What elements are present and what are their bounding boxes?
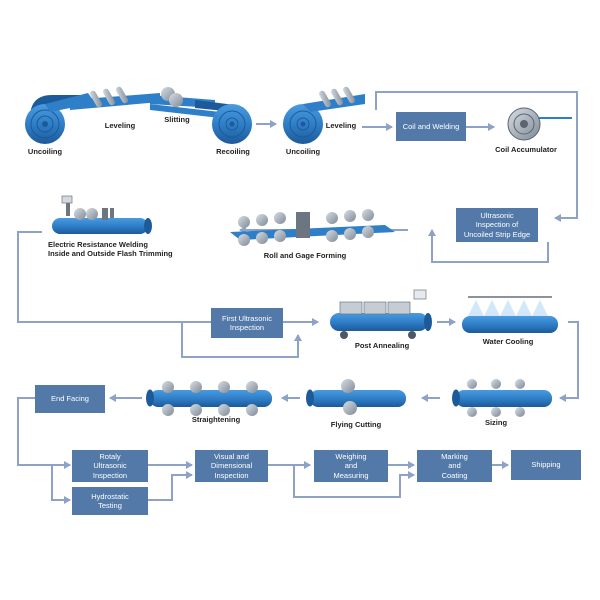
uncoiling-1-illustration	[25, 93, 95, 144]
label-roll-gage-forming: Roll and Gage Forming	[263, 251, 347, 260]
label-slitting: Slitting	[164, 115, 190, 124]
water-cooling-illustration	[462, 296, 558, 333]
leveling-2-illustration	[319, 86, 355, 108]
connector-cooling-to-sizing	[559, 321, 579, 402]
label-sizing: Sizing	[484, 418, 508, 427]
connector-visual-bypass-to-marking	[293, 465, 415, 498]
label-uncoiling-1: Uncoiling	[27, 147, 63, 156]
label-erw-line2: Inside and Outside Flash Trimming	[48, 249, 173, 258]
sizing-illustration	[452, 379, 552, 417]
box-marking-coating: Marking and Coating	[417, 450, 492, 482]
label-coil-accumulator: Coil Accumulator	[495, 145, 557, 154]
coil-accumulator-illustration	[507, 107, 572, 141]
label-leveling-2: Leveling	[325, 121, 357, 130]
leveling-1-illustration	[70, 86, 160, 110]
label-flying-cutting: Flying Cutting	[330, 420, 382, 429]
box-hydrostatic-testing: Hydrostatic Testing	[72, 487, 148, 515]
box-end-facing: End Facing	[35, 385, 105, 413]
box-coil-and-welding: Coil and Welding	[396, 112, 466, 141]
roll-gage-forming-illustration	[230, 209, 395, 246]
label-erw-line1: Electric Resistance Welding	[48, 240, 148, 249]
box-rotary-ultrasonic: Rotaly Ultrasonic Inspection	[72, 450, 148, 482]
box-visual-dimensional: Visual and Dimensional Inspection	[195, 450, 268, 482]
flying-cutting-illustration	[306, 379, 406, 415]
connector-hydrostatic-to-visual	[148, 471, 193, 501]
connector-first-ultrasonic-loop	[181, 322, 302, 358]
box-weighing-measuring: Weighing and Measuring	[314, 450, 388, 482]
box-ultrasonic-strip-edge: Ultrasonic Inspection of Uncoiled Strip …	[456, 208, 538, 242]
connector-accumulator-to-ultrasonic	[375, 91, 578, 222]
erw-illustration	[52, 195, 152, 234]
label-uncoiling-2: Uncoiling	[285, 147, 321, 156]
label-straightening: Straightening	[191, 415, 241, 424]
straightening-illustration	[146, 381, 272, 416]
label-leveling-1: Leveling	[104, 121, 136, 130]
connector-ultrasonic-to-forming	[428, 229, 549, 263]
box-shipping: Shipping	[511, 450, 581, 480]
recoiling-illustration	[195, 100, 252, 144]
label-water-cooling: Water Cooling	[482, 337, 534, 346]
label-post-annealing: Post Annealing	[354, 341, 410, 350]
connector-erw-to-annealing	[17, 231, 319, 326]
box-first-ultrasonic: First Ultrasonic Inspection	[211, 308, 283, 338]
post-annealing-illustration	[330, 289, 432, 339]
connector-end-facing-to-rotary	[17, 397, 71, 469]
label-recoiling: Recoiling	[216, 147, 250, 156]
connector-to-hydrostatic	[51, 465, 71, 504]
